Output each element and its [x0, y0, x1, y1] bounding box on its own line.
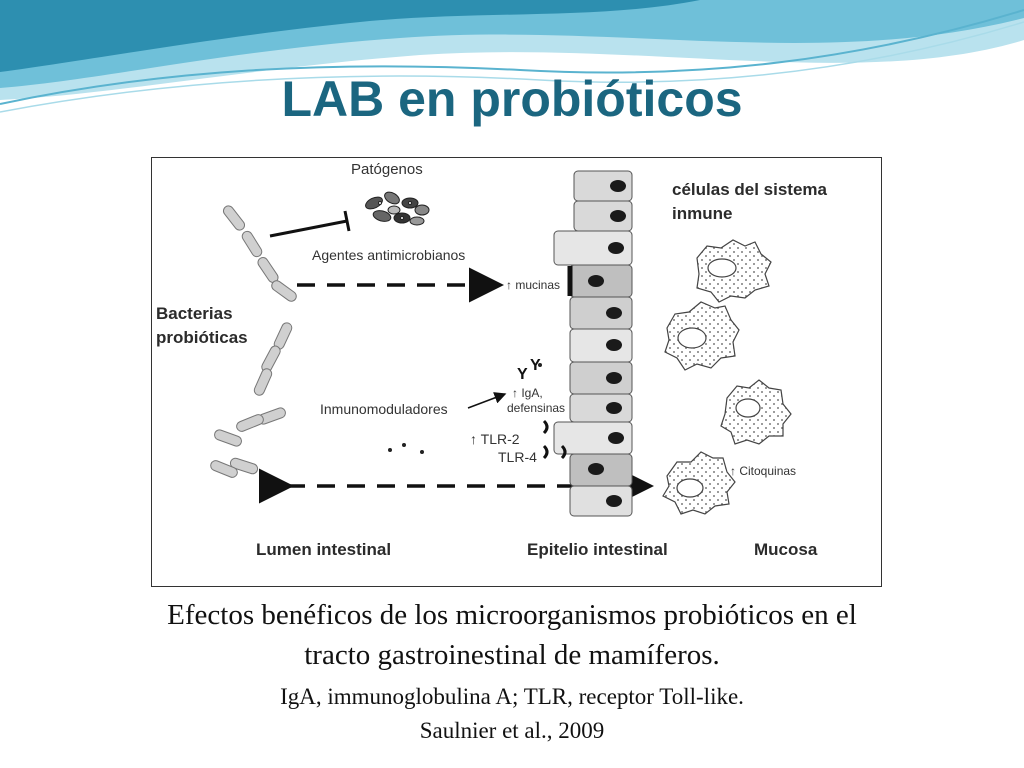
- tlr2-label: ↑ TLR-2: [470, 431, 520, 447]
- immune-cells-label-1: células del sistema: [672, 180, 827, 199]
- caption-line-1: Efectos benéficos de los microorganismos…: [167, 599, 857, 631]
- epithelium-cells: [553, 170, 633, 517]
- toll-like-receptors: [542, 419, 567, 460]
- mucins-label: ↑ mucinas: [506, 278, 561, 292]
- slide-title: LAB en probióticos: [281, 71, 743, 127]
- lumen-label: Lumen intestinal: [256, 540, 392, 559]
- inhibition-symbol: [269, 210, 351, 238]
- svg-text:Y: Y: [517, 366, 528, 383]
- probiotic-effects-diagram: Y Y: [210, 170, 792, 517]
- caption-line-2: tracto gastroinestinal de mamíferos.: [304, 639, 720, 671]
- probiotic-bacteria-label-2: probióticas: [156, 328, 248, 347]
- probiotic-bacteria-rods: [210, 205, 297, 478]
- antimicrobial-agents-label: Agentes antimicrobianos: [312, 247, 466, 263]
- epithelium-nuclei: [588, 180, 626, 507]
- tlr4-label: TLR-4: [498, 449, 537, 465]
- iga-antibodies: Y Y: [517, 357, 541, 383]
- figure-caption: Efectos benéficos de los microorganismos…: [0, 595, 1024, 675]
- probiotic-bacteria-label-1: Bacterias: [156, 304, 233, 323]
- secreted-molecules: [388, 363, 542, 454]
- caption-abbreviations: IgA, immunoglobulina A; TLR, receptor To…: [280, 684, 744, 709]
- immunomodulator-arrow: [467, 392, 507, 409]
- mucosa-label: Mucosa: [754, 540, 818, 559]
- pathogens-label: Patógenos: [351, 161, 423, 178]
- immune-cells-label-2: inmune: [672, 204, 733, 223]
- epithelium-label: Epitelio intestinal: [527, 540, 668, 559]
- svg-text:Y: Y: [530, 357, 541, 374]
- defensins-label: defensinas: [507, 401, 566, 415]
- immune-cells: [662, 239, 792, 515]
- cytokines-label: ↑ Citoquinas: [730, 464, 797, 478]
- header-wave-decoration: [0, 0, 1024, 113]
- pathogens-cluster: [365, 191, 430, 226]
- iga-label: ↑ IgA,: [512, 386, 543, 400]
- caption-citation: Saulnier et al., 2009: [419, 718, 605, 743]
- diagram-figure: Y Y Patógenos células del sistema inmune…: [151, 157, 882, 587]
- immunomodulators-label: Inmunomoduladores: [320, 401, 448, 417]
